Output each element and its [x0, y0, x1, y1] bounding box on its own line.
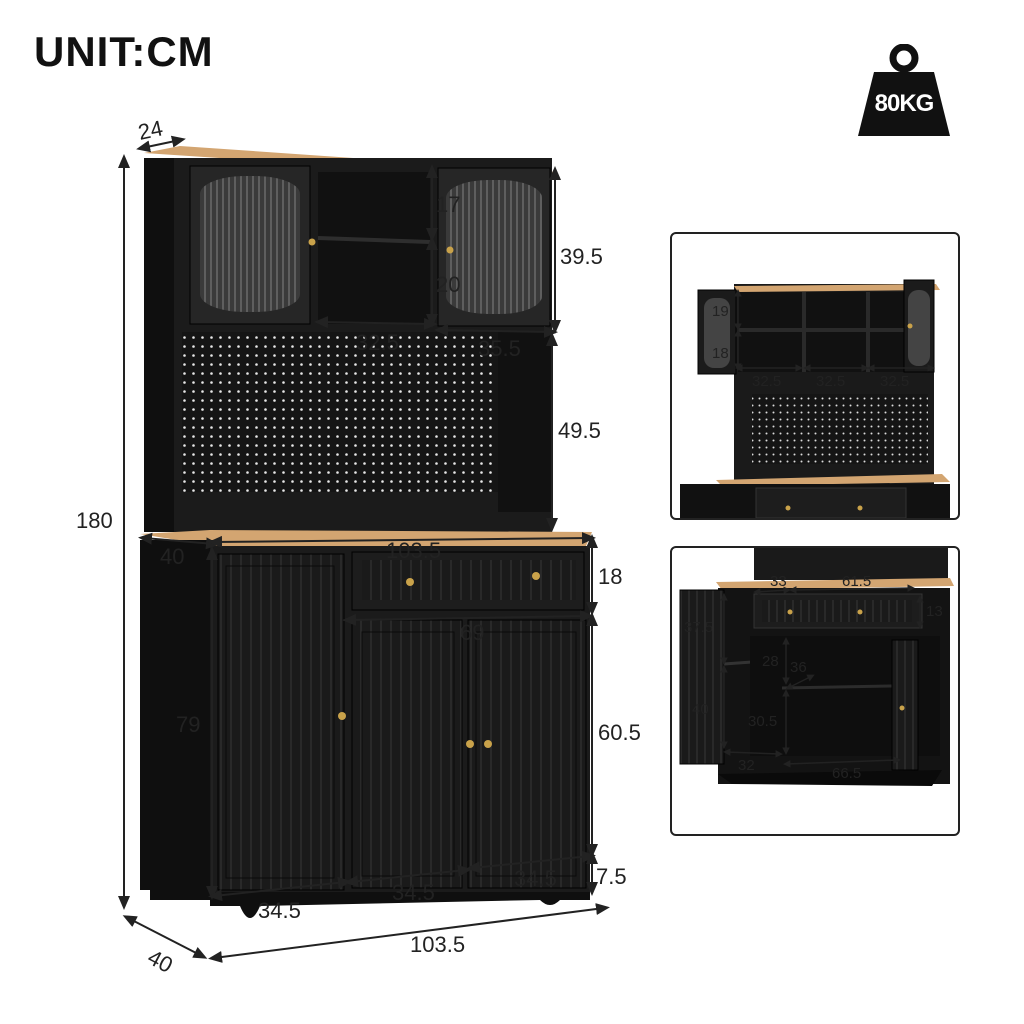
dim-counter-width: 103.5: [386, 538, 441, 563]
dim-shelf-upper: 17: [436, 192, 460, 217]
dim-base-height: 7.5: [596, 864, 627, 889]
dimension-lines: [118, 135, 610, 963]
weight-icon: [858, 44, 950, 136]
dim-base-depth: 40: [144, 944, 177, 978]
detail-base-inner-upper: 28: [762, 653, 779, 670]
dim-bottom-width-mid: 34.5: [392, 880, 435, 905]
dim-bottom-width-left: 34.5: [258, 898, 301, 923]
detail-base-drawer-h: 13: [926, 603, 943, 620]
detail-panel-base: 33 61.5 13 37.5 40 28 36 30.5 32 66.5: [670, 546, 960, 836]
detail-base-bottom-right: 66.5: [832, 765, 861, 782]
base-cabinet: [140, 540, 590, 918]
hutch-interior-view: 19 18 32.5 32.5 32.5: [680, 279, 950, 518]
weight-label: 80KG: [874, 90, 935, 117]
dim-side-cabinet-height: 79: [176, 712, 200, 737]
detail-base-side-upper: 37.5: [684, 619, 713, 636]
detail-top-width-left: 32.5: [752, 373, 781, 390]
detail-base-top-right: 61.5: [842, 573, 871, 590]
dim-depth-top: 24: [136, 115, 165, 145]
unit-title: UNIT:CM: [34, 28, 214, 75]
detail-panel-hutch: 19 18 32.5 32.5 32.5: [670, 232, 960, 520]
dim-base-width: 103.5: [410, 932, 465, 957]
detail-base-side-lower: 40: [692, 701, 709, 718]
dim-upper-cabinet-height: 39.5: [560, 244, 603, 269]
dim-bottom-width-right: 34.5: [514, 866, 557, 891]
detail-top-width-right: 32.5: [880, 373, 909, 390]
dim-counter-depth: 40: [160, 544, 184, 569]
dim-drawer-height: 18: [598, 564, 622, 589]
detail-base-inner-depth: 36: [790, 659, 807, 676]
dim-open-shelf-width: 32.5: [356, 330, 399, 355]
dim-lower-cabinet-height: 60.5: [598, 720, 641, 745]
detail-base-inner-lower: 30.5: [748, 713, 777, 730]
detail-top-shelf-upper: 19: [712, 303, 729, 320]
detail-base-bottom-left: 32: [738, 757, 755, 774]
dim-shelf-lower: 20: [436, 272, 460, 297]
dim-height-total: 180: [76, 508, 113, 533]
hutch: [144, 146, 556, 532]
dim-pegboard-height: 49.5: [558, 418, 601, 443]
base-interior-view: 33 61.5 13 37.5 40 28 36 30.5 32 66.5: [679, 548, 954, 786]
dim-door-width: 35.5: [478, 336, 521, 361]
detail-top-width-mid: 32.5: [816, 373, 845, 390]
detail-top-shelf-lower: 18: [712, 345, 729, 362]
detail-base-top-left: 33: [770, 573, 787, 590]
dim-drawer-width: 69: [460, 620, 484, 645]
